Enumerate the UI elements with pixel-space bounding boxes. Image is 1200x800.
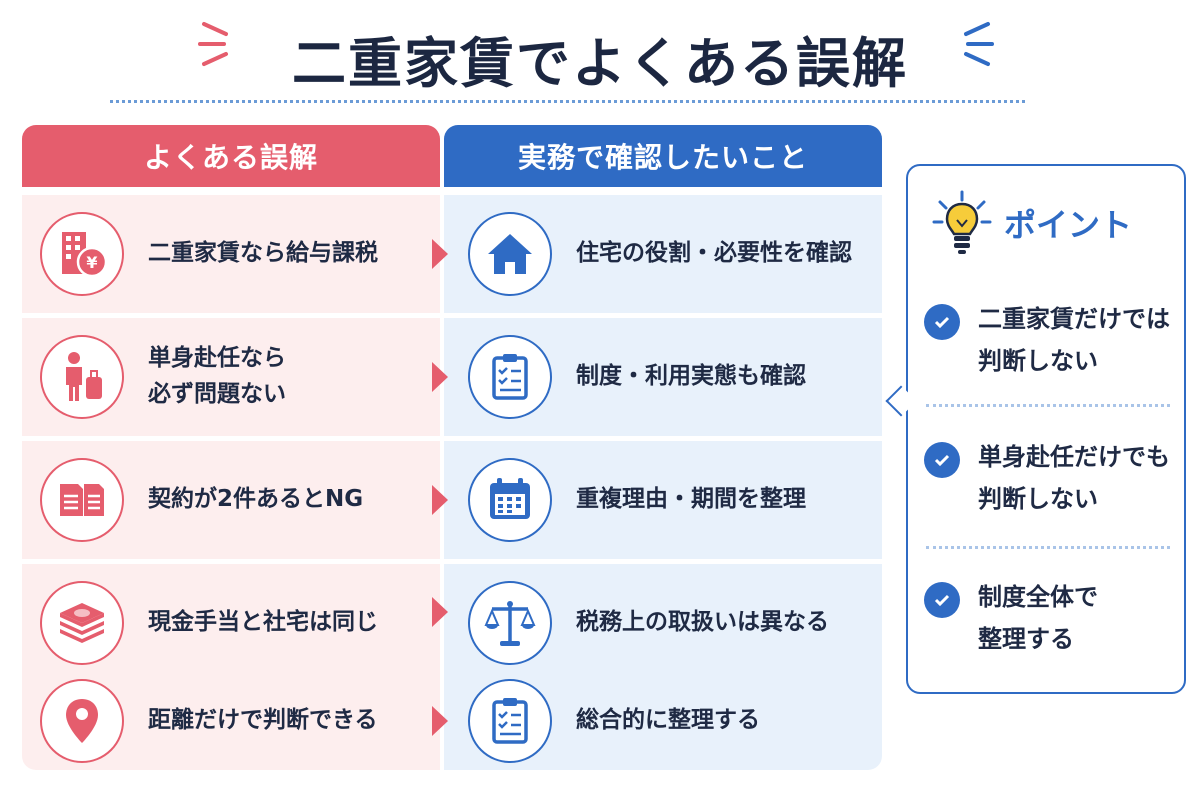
misconception-text: 二重家賃なら給与課税 xyxy=(148,240,378,267)
checkpoint-row: 税務上の取扱いは異なる xyxy=(444,564,882,682)
title-divider xyxy=(110,100,1025,103)
checkpoint-row: 制度・利用実態も確認 xyxy=(444,318,882,436)
traveler-suitcase-icon xyxy=(66,352,102,401)
location-pin-icon xyxy=(66,699,98,743)
point-item-text: 制度全体で 整理する xyxy=(978,583,1098,653)
checkpoints-header: 実務で確認したいこと xyxy=(444,125,882,187)
misconception-text: 単身赴任なら 必ず問題ない xyxy=(148,345,286,407)
checkpoint-row: 総合的に整理する xyxy=(444,672,882,770)
checkpoint-text: 総合的に整理する xyxy=(576,707,760,734)
clipboard-checklist-icon xyxy=(492,354,528,400)
title-area: 二重家賃でよくある誤解 xyxy=(0,18,1200,98)
point-item-text: 二重家賃だけでは 判断しない xyxy=(978,305,1170,375)
point-item-text: 単身赴任だけでも 判断しない xyxy=(978,443,1170,513)
point-item: 二重家賃だけでは 判断しない xyxy=(924,298,1174,382)
misconception-row: ¥ 二重家賃なら給与課税 xyxy=(22,195,440,313)
point-item: 単身赴任だけでも 判断しない xyxy=(924,436,1174,520)
checkpoint-text: 制度・利用実態も確認 xyxy=(576,363,806,390)
clipboard-checklist-icon xyxy=(492,698,528,744)
misconceptions-header: よくある誤解 xyxy=(22,125,440,187)
point-item: 制度全体で 整理する xyxy=(924,576,1174,660)
checkpoint-text: 重複理由・期間を整理 xyxy=(576,486,806,513)
calendar-icon xyxy=(490,478,530,519)
misconception-row: 距離だけで判断できる xyxy=(22,672,440,770)
svg-text:¥: ¥ xyxy=(86,253,97,272)
misconception-text: 距離だけで判断できる xyxy=(148,707,378,734)
checkpoint-text: 住宅の役割・必要性を確認 xyxy=(576,240,852,267)
misconception-row: 契約が2件あるとNG xyxy=(22,441,440,559)
misconception-text: 現金手当と社宅は同じ xyxy=(148,609,378,636)
checkpoint-row: 重複理由・期間を整理 xyxy=(444,441,882,559)
arrow-right-icon xyxy=(432,485,448,515)
point-title: ポイント xyxy=(1004,206,1133,244)
check-circle-icon xyxy=(924,304,960,340)
checkpoint-row: 住宅の役割・必要性を確認 xyxy=(444,195,882,313)
point-header: ポイント xyxy=(932,190,1132,256)
scales-icon xyxy=(484,601,536,646)
arrow-right-icon xyxy=(432,597,448,627)
point-divider xyxy=(926,546,1170,549)
page-title: 二重家賃でよくある誤解 xyxy=(292,31,908,95)
misconception-row: 単身赴任なら 必ず問題ない xyxy=(22,318,440,436)
lightbulb-icon xyxy=(932,190,992,254)
misconception-text: 契約が2件あるとNG xyxy=(148,486,364,513)
sparkle-left-icon xyxy=(198,22,228,66)
arrow-right-icon xyxy=(432,706,448,736)
two-documents-icon xyxy=(60,484,104,516)
sparkle-right-icon xyxy=(964,22,994,66)
house-icon xyxy=(488,234,532,274)
check-circle-icon xyxy=(924,582,960,618)
arrow-right-icon xyxy=(432,362,448,392)
building-yen-icon: ¥ xyxy=(62,232,108,278)
misconception-row: 現金手当と社宅は同じ xyxy=(22,564,440,682)
check-circle-icon xyxy=(924,442,960,478)
checkpoint-text: 税務上の取扱いは異なる xyxy=(576,609,829,636)
arrow-right-icon xyxy=(432,239,448,269)
point-divider xyxy=(926,404,1170,407)
cash-stack-icon xyxy=(60,603,104,643)
